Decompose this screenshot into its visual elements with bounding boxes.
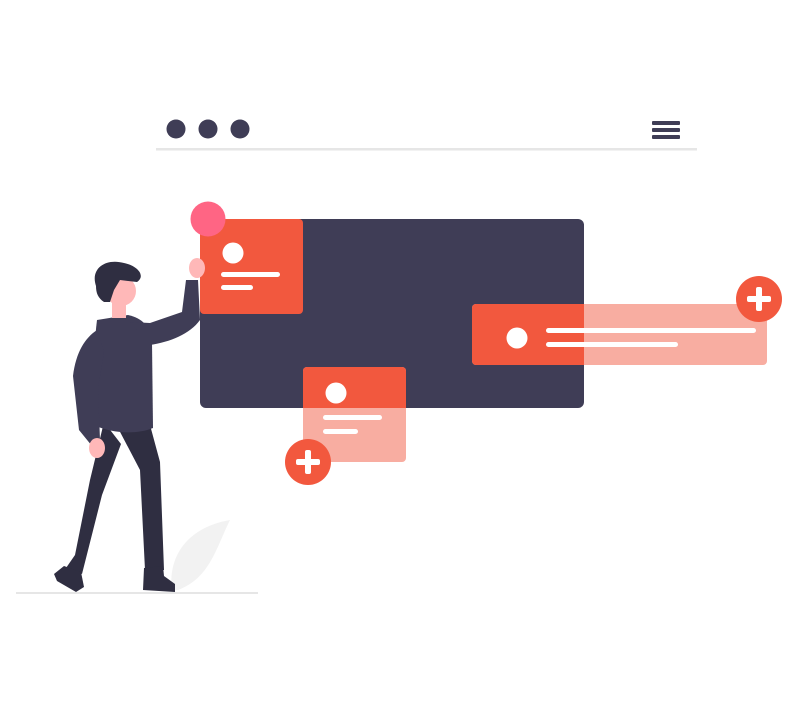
ground-line [16, 592, 258, 594]
dot-icon [198, 119, 218, 139]
card-text-line [546, 342, 678, 347]
window-header [156, 119, 697, 151]
card-text-line [323, 415, 382, 420]
card-avatar [222, 242, 244, 264]
dot-icon [230, 119, 250, 139]
plant-leaf [171, 520, 230, 590]
card-text-line [546, 328, 756, 333]
card-avatar [506, 327, 528, 349]
card-text-line [221, 285, 253, 290]
card-text-line [221, 272, 280, 277]
pink-marker [190, 201, 226, 237]
card-top-left[interactable] [200, 219, 303, 314]
card-text-line [323, 429, 358, 434]
card-bottom-center[interactable] [285, 367, 406, 485]
person-figure [54, 258, 205, 592]
header-divider [156, 148, 697, 151]
plus-icon[interactable] [285, 439, 331, 485]
dot-icon [166, 119, 186, 139]
card-avatar [325, 382, 347, 404]
plus-icon[interactable] [736, 276, 782, 322]
card-wide-right[interactable] [472, 276, 782, 365]
hamburger-menu-icon[interactable] [652, 121, 680, 139]
